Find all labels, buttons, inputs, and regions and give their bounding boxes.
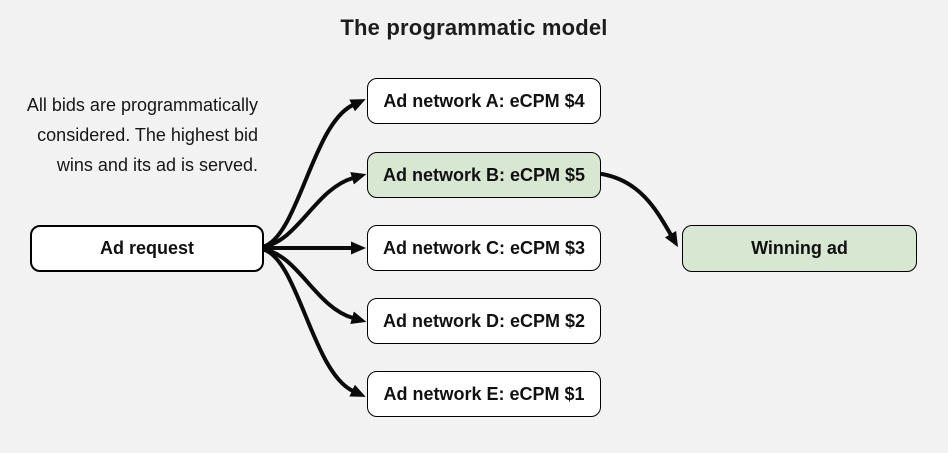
node-network-b-highest-bid: Ad network B: eCPM $5: [367, 152, 601, 198]
node-network-e: Ad network E: eCPM $1: [367, 371, 601, 417]
description-line-2: considered. The highest bid: [37, 125, 258, 145]
node-network-c-label: Ad network C: eCPM $3: [382, 237, 586, 258]
arrow-network-b-to-winning-ad: [600, 172, 678, 248]
node-network-d: Ad network D: eCPM $2: [367, 298, 601, 344]
node-winning-ad-label: Winning ad: [751, 238, 848, 258]
arrow-adrequest-to-network-e: [260, 247, 366, 397]
diagram-title: The programmatic model: [340, 15, 608, 40]
node-winning-ad: Winning ad: [682, 225, 917, 272]
arrow-adrequest-to-network-d: [260, 247, 367, 324]
arrow-adrequest-to-network-b: [260, 172, 367, 249]
description-line-1: All bids are programmatically: [26, 95, 258, 115]
description-text: All bids are programmatically considered…: [8, 90, 258, 180]
node-network-a: Ad network A: eCPM $4: [367, 78, 601, 124]
node-ad-request-label: Ad request: [99, 238, 195, 258]
node-network-e-label: Ad network E: eCPM $1: [383, 383, 585, 404]
node-network-b-label: Ad network B: eCPM $5: [382, 164, 586, 185]
node-ad-request: Ad request: [30, 225, 264, 272]
node-network-c: Ad network C: eCPM $3: [367, 225, 601, 271]
arrow-adrequest-to-network-a: [260, 99, 366, 249]
description-line-3: wins and its ad is served.: [56, 155, 258, 175]
node-network-a-label: Ad network A: eCPM $4: [383, 90, 585, 111]
node-network-d-label: Ad network D: eCPM $2: [382, 310, 586, 331]
